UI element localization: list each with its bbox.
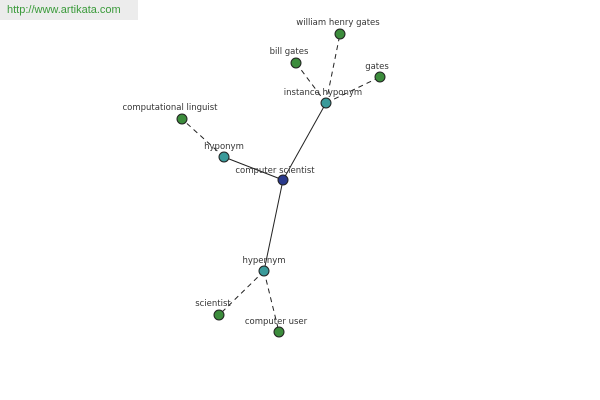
label-bill-gates: bill gates [270,47,309,57]
edge-root-hypernym [263,179,284,272]
edge-hypernym-scientist [218,270,265,316]
nodes [176,28,386,338]
label-scientist: scientist [195,299,231,309]
node-computer-user[interactable] [273,326,285,338]
edge-instance-hyponym-gates [325,76,381,104]
label-computer-scientist: computer scientist [235,166,315,176]
edge-root-hyponym [223,156,284,181]
edge-root-instance-hyponym [282,102,327,181]
solid-edges [223,102,327,272]
node-instance-hyponym[interactable] [320,97,332,109]
label-computer-user: computer user [245,317,308,327]
node-scientist[interactable] [213,309,225,321]
node-william-henry-gates[interactable] [334,28,346,40]
label-hypernym: hypernym [242,256,285,266]
label-instance-hyponym: instance hyponym [284,88,362,98]
dashed-edges [181,33,381,333]
label-computational-linguist: computational linguist [122,103,218,113]
edge-hypernym-computer-user [263,270,280,333]
node-gates[interactable] [374,71,386,83]
label-william-henry-gates: william henry gates [296,18,380,28]
node-computational-linguist[interactable] [176,113,188,125]
edge-hyponym-computational-linguist [181,118,225,158]
labels: computer scientist instance hyponym hypo… [122,18,389,327]
node-hyponym[interactable] [218,151,230,163]
label-gates: gates [365,62,389,72]
node-bill-gates[interactable] [290,57,302,69]
node-hypernym[interactable] [258,265,270,277]
label-hyponym: hyponym [204,142,244,152]
node-computer-scientist[interactable] [277,174,289,186]
watermark-link[interactable]: http://www.artikata.com [0,0,138,20]
edge-instance-hyponym-william-henry-gates [325,33,341,104]
